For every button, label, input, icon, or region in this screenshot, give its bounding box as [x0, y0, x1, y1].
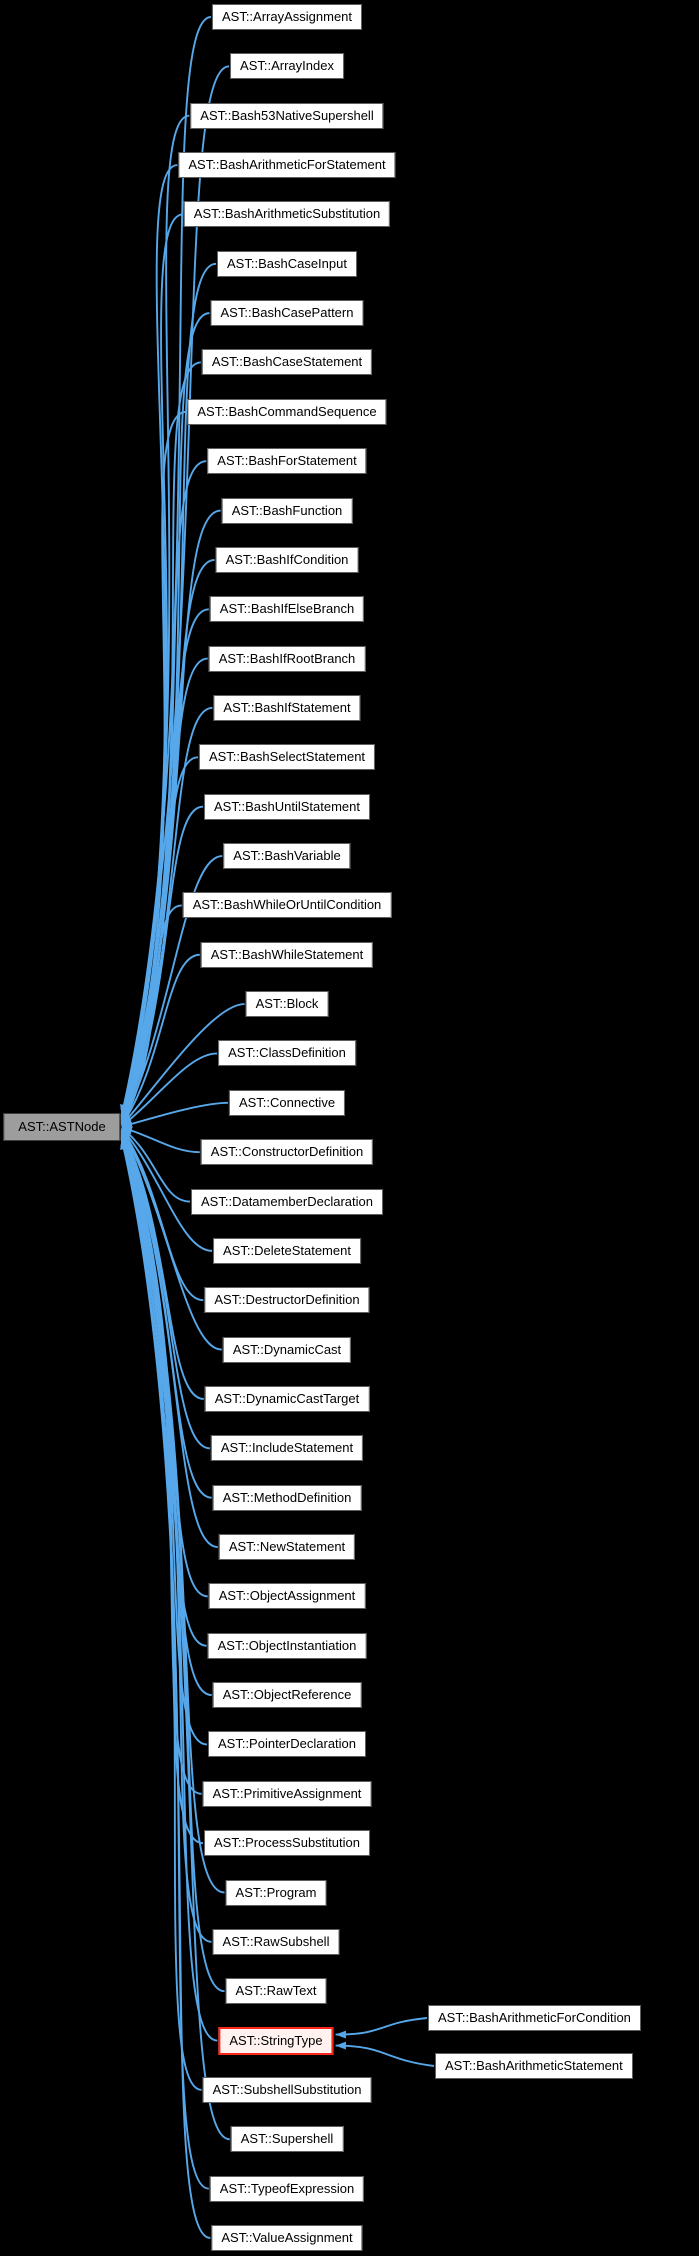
class-node[interactable]: AST::BashIfElseBranch: [209, 596, 365, 623]
class-node[interactable]: AST::DynamicCast: [222, 1336, 352, 1363]
inheritance-edge: [120, 1138, 211, 2239]
inheritance-edge: [335, 2017, 428, 2039]
class-node[interactable]: AST::DeleteStatement: [213, 1237, 361, 1264]
inheritance-edge: [120, 1127, 213, 1252]
class-node[interactable]: AST::Program: [225, 1879, 327, 1906]
class-node[interactable]: AST::BashCommandSequence: [187, 398, 387, 425]
class-node[interactable]: AST::ArrayIndex: [230, 53, 344, 80]
class-node[interactable]: AST::Connective: [228, 1089, 346, 1116]
class-node[interactable]: AST::BashIfStatement: [213, 694, 361, 721]
class-node[interactable]: AST::TypeofExpression: [209, 2175, 365, 2202]
class-node[interactable]: AST::BashUntilStatement: [204, 793, 370, 820]
class-node[interactable]: AST::MethodDefinition: [212, 1484, 362, 1511]
inheritance-edge: [120, 953, 200, 1126]
class-node[interactable]: AST::Supershell: [230, 2126, 344, 2153]
class-node[interactable]: AST::NewStatement: [218, 1534, 356, 1561]
class-node[interactable]: AST::BashCasePattern: [210, 300, 364, 327]
inheritance-edge: [120, 904, 182, 1126]
inheritance-edge: [120, 1128, 222, 1351]
class-node[interactable]: AST::BashArithmeticForStatement: [178, 152, 396, 179]
inheritance-edge: [121, 1101, 228, 1128]
class-node[interactable]: AST::BashArithmeticSubstitution: [183, 201, 391, 228]
class-node[interactable]: AST::RawSubshell: [212, 1928, 340, 1955]
inheritance-edge: [120, 1131, 218, 1548]
class-node[interactable]: AST::ValueAssignment: [211, 2225, 363, 2251]
inheritance-edge: [120, 1003, 245, 1127]
inheritance-edge: [120, 805, 204, 1124]
class-node[interactable]: AST::Block: [245, 991, 329, 1018]
inheritance-edge: [120, 1129, 204, 1400]
inheritance-edge: [120, 410, 187, 1120]
class-node[interactable]: AST::ArrayAssignment: [211, 4, 363, 30]
class-node[interactable]: AST::Bash53NativeSupershell: [190, 102, 384, 129]
class-node[interactable]: AST::DestructorDefinition: [204, 1287, 370, 1314]
class-node[interactable]: AST::ObjectAssignment: [208, 1583, 366, 1610]
class-node[interactable]: AST::BashFunction: [221, 497, 353, 524]
class-node[interactable]: AST::ObjectReference: [212, 1682, 362, 1709]
class-node[interactable]: AST::BashArithmeticForCondition: [428, 2005, 641, 2031]
inheritance-edge: [120, 1135, 212, 1943]
class-node[interactable]: AST::BashIfRootBranch: [208, 645, 366, 672]
inheritance-edge: [335, 2041, 435, 2067]
inheritance-edge: [120, 756, 199, 1124]
class-node[interactable]: AST::DynamicCastTarget: [204, 1385, 370, 1412]
class-node[interactable]: AST::BashWhileStatement: [200, 941, 374, 968]
class-node-stringtype[interactable]: AST::StringType: [218, 2026, 334, 2055]
inheritance-edge: [120, 460, 207, 1121]
class-node[interactable]: AST::BashIfCondition: [215, 546, 359, 573]
class-node[interactable]: AST::SubshellSubstitution: [202, 2076, 372, 2103]
class-node[interactable]: AST::PrimitiveAssignment: [202, 1780, 372, 1807]
inheritance-edge: [120, 1136, 225, 1993]
class-node[interactable]: AST::BashCaseStatement: [201, 349, 373, 376]
class-node[interactable]: AST::BashArithmeticStatement: [435, 2053, 633, 2079]
class-node[interactable]: AST::ObjectInstantiation: [207, 1632, 367, 1659]
class-node[interactable]: AST::BashWhileOrUntilCondition: [182, 892, 392, 919]
class-node[interactable]: AST::PointerDeclaration: [207, 1731, 367, 1758]
class-node[interactable]: AST::BashForStatement: [207, 448, 367, 475]
class-node[interactable]: AST::BashCaseInput: [217, 250, 357, 277]
inheritance-edge: [121, 1052, 218, 1127]
inheritance-edge: [120, 1130, 210, 1450]
class-node[interactable]: AST::ClassDefinition: [218, 1040, 356, 1067]
class-node[interactable]: AST::BashVariable: [223, 843, 351, 870]
class-node[interactable]: AST::ProcessSubstitution: [204, 1830, 370, 1857]
class-node[interactable]: AST::DatamemberDeclaration: [191, 1188, 383, 1215]
class-node[interactable]: AST::ConstructorDefinition: [200, 1139, 374, 1166]
base-class-node[interactable]: AST::ASTNode: [3, 1113, 121, 1141]
inheritance-edge: [121, 1127, 191, 1203]
class-node[interactable]: AST::IncludeStatement: [210, 1435, 364, 1462]
inheritance-edge: [120, 1136, 218, 2042]
class-node[interactable]: AST::RawText: [225, 1978, 327, 2005]
inheritance-edge: [120, 213, 183, 1118]
class-node[interactable]: AST::BashSelectStatement: [198, 744, 376, 771]
